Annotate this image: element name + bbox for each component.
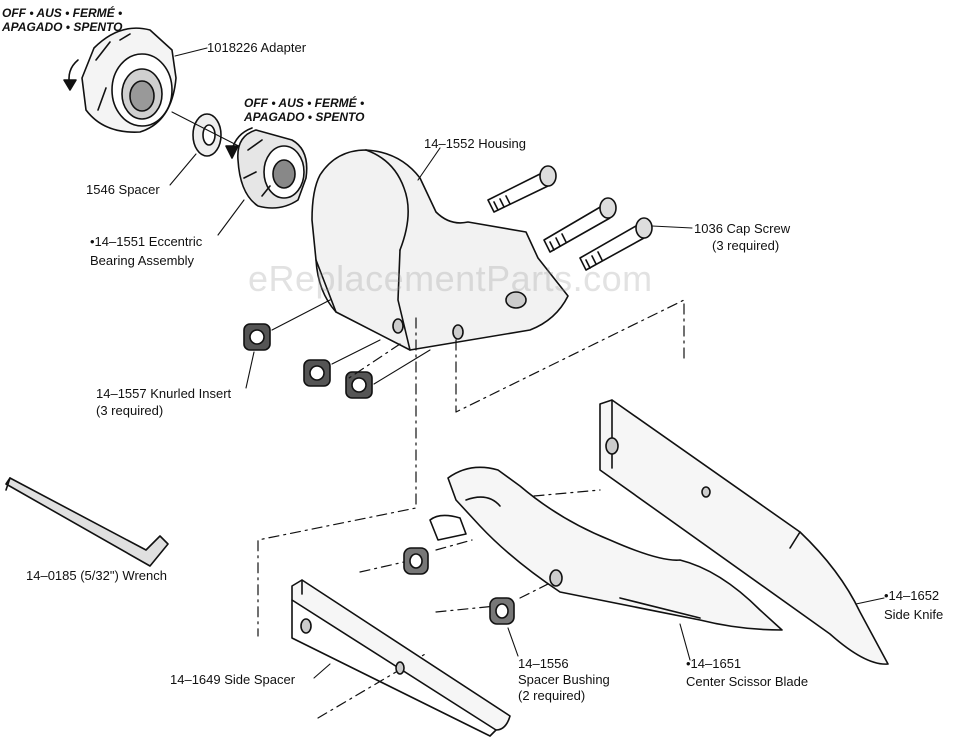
label-side-knife-line2: Side Knife — [884, 607, 944, 622]
switch-label-1-line2: APAGADO • SPENTO — [2, 20, 123, 34]
eccentric-leader — [217, 199, 245, 236]
label-eccentric-line2: Bearing Assembly — [90, 253, 195, 268]
label-cap-screw-line1: 1036 Cap Screw — [694, 221, 791, 236]
watermark: eReplacementParts.com — [248, 258, 653, 299]
knurled-leader — [245, 351, 255, 389]
housing-leader — [417, 147, 441, 181]
label-side-spacer: 14–1649 Side Spacer — [170, 672, 296, 687]
label-housing: 14–1552 Housing — [424, 136, 526, 151]
arrow-head-icon-2 — [225, 145, 239, 159]
cap-screw-leader — [651, 225, 693, 229]
bushing-leader — [507, 627, 519, 657]
cap-screw-1 — [487, 165, 557, 213]
label-knurled-line1: 14–1557 Knurled Insert — [96, 386, 232, 401]
hex-wrench-part — [5, 477, 169, 567]
side-knife-leader — [855, 597, 885, 605]
eccentric-bearing-part — [237, 129, 308, 209]
label-knurled-line2: (3 required) — [96, 403, 164, 418]
adapter-part — [81, 27, 177, 133]
label-adapter: 1018226 Adapter — [207, 40, 307, 55]
spacer-leader — [169, 153, 197, 186]
side-spacer-part — [291, 579, 511, 737]
label-spacer: 1546 Spacer — [86, 182, 160, 197]
label-side-knife-line1: •14–1652 — [884, 588, 940, 603]
label-bushing-line3: (2 required) — [518, 688, 586, 703]
knurled-insert-3 — [345, 371, 373, 399]
knurled-insert-2 — [303, 359, 331, 387]
side-spacer-leader — [313, 663, 331, 679]
cap-screw-2 — [543, 197, 617, 253]
label-eccentric-line1: •14–1551 Eccentric — [90, 234, 203, 249]
spacer-washer — [192, 113, 222, 157]
label-center-blade-line1: •14–1651 — [686, 656, 742, 671]
housing-part — [311, 149, 569, 351]
spacer-bushing-2 — [489, 597, 515, 625]
label-cap-screw-line2: (3 required) — [712, 238, 780, 253]
switch-label-1-line1: OFF • AUS • FERMÉ • — [2, 6, 123, 20]
switch-label-2-line1: OFF • AUS • FERMÉ • — [244, 96, 365, 110]
label-wrench: 14–0185 (5/32") Wrench — [26, 568, 167, 583]
knurled-insert-1 — [243, 323, 271, 351]
switch-label-2-line2: APAGADO • SPENTO — [244, 110, 365, 124]
arrow-head-icon — [63, 79, 77, 91]
adapter-leader — [174, 47, 208, 57]
label-center-blade-line2: Center Scissor Blade — [686, 674, 809, 689]
spacer-bushing-1 — [403, 547, 429, 575]
label-bushing-line2: Spacer Bushing — [518, 672, 610, 687]
side-knife-part — [599, 399, 889, 665]
cap-screw-3 — [579, 217, 653, 271]
label-bushing-line1: 14–1556 — [518, 656, 569, 671]
center-blade-part — [429, 466, 783, 631]
center-blade-leader — [679, 623, 691, 661]
